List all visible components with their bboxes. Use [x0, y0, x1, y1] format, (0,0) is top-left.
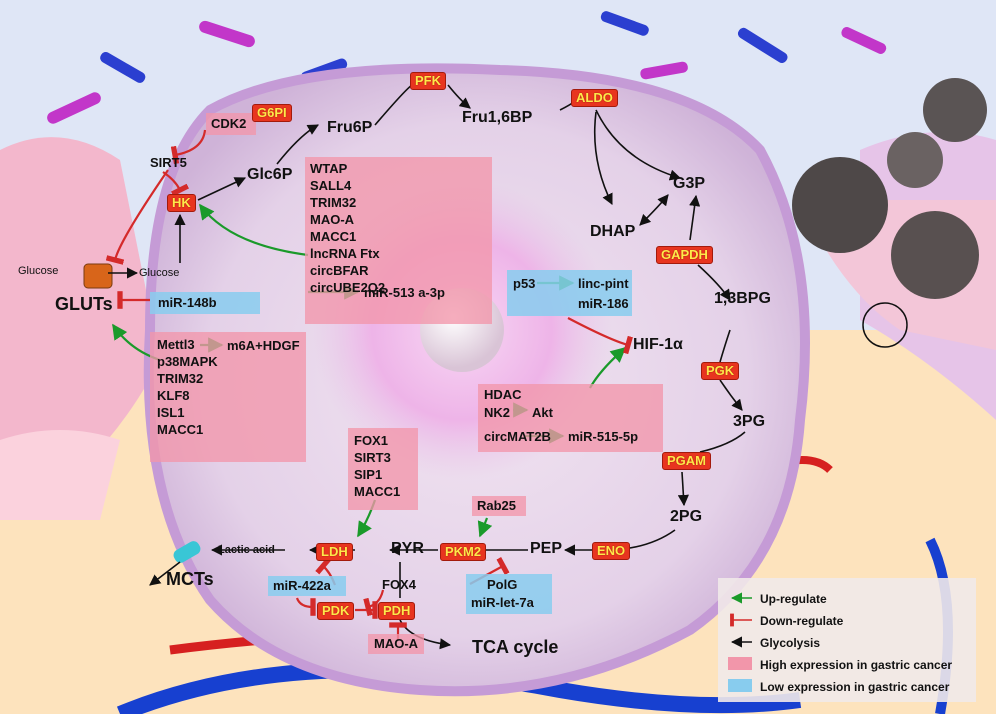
regulator-fox4: FOX4	[382, 577, 416, 592]
glut-regulator-list: Mettl3 p38MAPK TRIM32 KLF8 ISL1 MACC1	[157, 338, 218, 440]
glut-regulator-item: TRIM32	[157, 371, 204, 386]
hk-regulator-item: lncRNA Ftx	[310, 246, 380, 261]
regulator-hdac: HDAC	[484, 387, 522, 402]
legend-high-expression: High expression in gastric cancer	[760, 658, 953, 672]
metabolite-pep: PEP	[530, 540, 563, 557]
enzyme-pgk: PGK	[701, 362, 740, 380]
enzyme-pkm2: PKM2	[440, 543, 487, 561]
regulator-circmat2b: circMAT2B	[484, 429, 551, 444]
hk-regulator-item: TRIM32	[310, 195, 357, 210]
hk-regulator-item: WTAP	[310, 161, 348, 176]
regulator-mao-a: MAO-A	[374, 636, 419, 651]
regulator-nk2: NK2	[484, 405, 511, 420]
glut-regulator-box	[150, 332, 306, 462]
hk-regulator-item: circBFAR	[310, 263, 369, 278]
glut-regulator-item: ISL1	[157, 405, 185, 420]
glut-regulator-item: p38MAPK	[157, 354, 218, 369]
enzyme-pdk: PDK	[317, 602, 355, 620]
enzyme-hk: HK	[167, 194, 196, 212]
metabolite-glucose-outside: Glucose	[18, 265, 59, 277]
hk-regulator-list: WTAP SALL4 TRIM32 MAO-A MACC1 lncRNA Ftx…	[310, 162, 385, 298]
glut-regulator-item: MACC1	[157, 422, 204, 437]
hk-regulator-item: circUBE2Q2	[310, 280, 386, 295]
hk-regulator-item: MACC1	[310, 229, 357, 244]
regulator-akt: Akt	[532, 405, 553, 420]
regulator-cdk2: CDK2	[211, 116, 247, 131]
hif1a-label: HIF-1α	[633, 336, 683, 353]
maoa-box	[368, 634, 424, 654]
metabolite-13bpg: 1,3BPG	[714, 290, 771, 307]
ldh-regulator-item: SIP1	[354, 467, 383, 482]
pkm2-inhibitor-box	[466, 574, 552, 614]
enzyme-ldh: LDH	[316, 543, 353, 561]
metabolite-dhap: DHAP	[590, 223, 636, 240]
ldh-regulator-item: SIRT3	[354, 450, 391, 465]
cdk2-box	[206, 113, 256, 135]
gluts-label: GLUTs	[55, 294, 113, 314]
legend-glycolysis: Glycolysis	[760, 636, 821, 650]
ldh-regulator-item: MACC1	[354, 484, 401, 499]
hk-regulator-item: SALL4	[310, 178, 352, 193]
enzyme-eno: ENO	[592, 542, 631, 560]
ldh-regulator-item: FOX1	[354, 433, 388, 448]
glut-regulator-item: KLF8	[157, 388, 190, 403]
metabolite-3pg: 3PG	[733, 413, 766, 430]
regulator-rab25: Rab25	[477, 498, 517, 513]
ldh-regulator-list: FOX1 SIRT3 SIP1 MACC1	[354, 434, 400, 502]
enzyme-aldo: ALDO	[571, 89, 618, 107]
regulator-mir515: miR-515-5p	[568, 429, 639, 444]
regulator-m6a-hdgf: m6A+HDGF	[227, 338, 300, 353]
hk-regulator-item: MAO-A	[310, 212, 355, 227]
enzyme-pfk: PFK	[410, 72, 446, 90]
regulator-mir186: miR-186	[578, 296, 629, 311]
regulator-sirt5: SIRT5	[150, 155, 187, 170]
regulator-mir-let-7a: miR-let-7a	[471, 595, 534, 610]
ldh-regulator-box	[348, 428, 418, 510]
mcts-label: MCTs	[166, 569, 214, 589]
mir148b-box	[150, 292, 260, 314]
enzyme-pgam: PGAM	[662, 452, 711, 470]
enzyme-pdh: PDH	[378, 602, 416, 620]
legend-down-regulate: Down-regulate	[760, 614, 844, 628]
metabolite-pyr: PYR	[391, 540, 424, 557]
p53-box	[507, 270, 632, 316]
metabolite-tca-cycle: TCA cycle	[472, 637, 559, 657]
metabolite-glucose-inside: Glucose	[139, 267, 180, 279]
glut-regulator-item: Mettl3	[157, 337, 195, 352]
regulator-linc-pint: linc-pint	[578, 276, 629, 291]
rab25-box	[472, 496, 526, 516]
mir422a-box	[268, 576, 346, 596]
metabolite-glc6p: Glc6P	[247, 166, 293, 183]
legend-low-expression: Low expression in gastric cancer	[760, 680, 950, 694]
regulator-mir422a: miR-422a	[273, 578, 331, 593]
metabolite-2pg: 2PG	[670, 508, 703, 525]
regulator-mir513: miR-513 a-3p	[364, 285, 445, 300]
regulator-polg: PolG	[487, 577, 518, 592]
enzyme-g6pi: G6PI	[252, 104, 292, 122]
metabolite-lactic-acid: Lactic acid	[218, 544, 275, 556]
enzyme-gapdh: GAPDH	[656, 246, 713, 264]
metabolite-fru6p: Fru6P	[327, 119, 373, 136]
regulator-p53: p53	[513, 276, 536, 291]
regulator-mir148b: miR-148b	[158, 295, 217, 310]
metabolite-g3p: G3P	[673, 175, 706, 192]
hk-regulator-box	[305, 157, 492, 324]
hif-regulator-box	[478, 384, 663, 452]
metabolite-fru16bp: Fru1,6BP	[462, 109, 533, 126]
legend-up-regulate: Up-regulate	[760, 592, 827, 606]
